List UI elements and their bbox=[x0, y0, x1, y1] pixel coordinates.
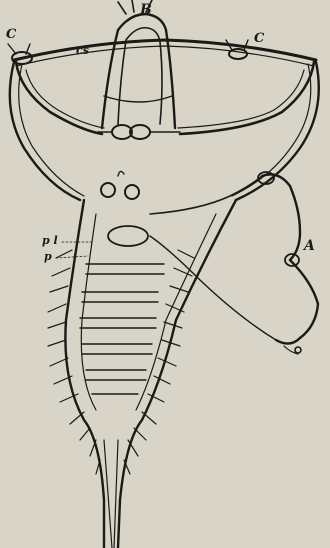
label-upper-left: p l bbox=[42, 234, 58, 247]
central-arch bbox=[102, 0, 175, 128]
cerebral-ganglia bbox=[98, 125, 180, 139]
label-right-corner: C bbox=[254, 31, 265, 46]
circumoesophageal-collar bbox=[10, 62, 319, 200]
label-top: B bbox=[139, 2, 152, 18]
label-left-corner: C bbox=[6, 27, 17, 42]
ventral-body bbox=[65, 200, 236, 548]
label-commissure: cs bbox=[76, 44, 89, 57]
top-commissure bbox=[14, 40, 316, 66]
label-lower-left: p bbox=[44, 250, 52, 263]
body-segments bbox=[80, 264, 164, 394]
sub-oesophageal-ganglia bbox=[101, 171, 139, 199]
label-side-loop: A bbox=[302, 238, 315, 254]
